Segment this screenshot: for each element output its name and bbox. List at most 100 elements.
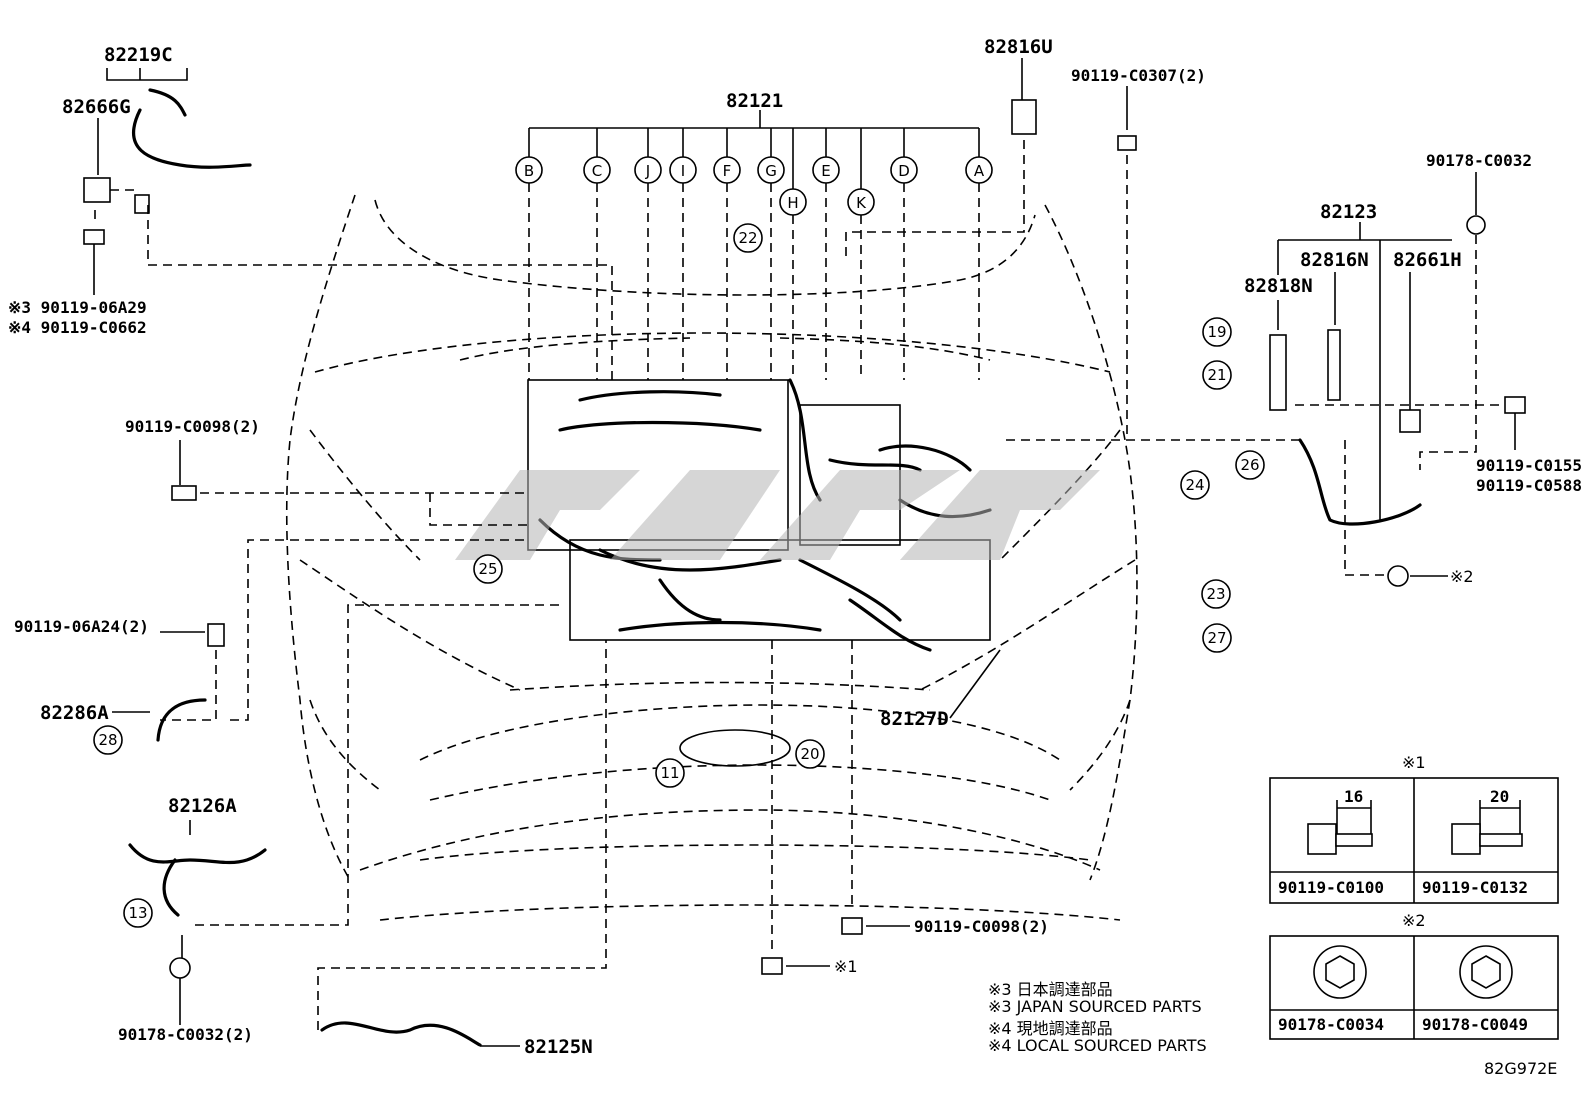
connector-letter-h: H (779, 128, 807, 380)
detail-table-2: ※2 90178-C0034 90178-C0049 (1269, 911, 1559, 1040)
svg-text:22: 22 (738, 229, 757, 247)
svg-text:F: F (723, 162, 732, 180)
label-82661H: 82661H (1393, 249, 1462, 271)
nut-icon (1466, 215, 1486, 235)
connector-letter-b: B (515, 128, 543, 380)
connector-letter-g: G (757, 128, 785, 380)
clip-icon (1327, 329, 1341, 401)
bolt-icon (1451, 823, 1481, 855)
svg-text:28: 28 (98, 731, 117, 749)
callout-26: 26 (1235, 450, 1265, 480)
group-82127D: 82127D (880, 649, 1001, 730)
detail-1-part-b: 90119-C0132 (1422, 878, 1528, 897)
label-82121: 82121 (726, 90, 783, 112)
label-90119-C0307: 90119-C0307(2) (1071, 66, 1206, 85)
label-90119-C0588: 90119-C0588 (1476, 476, 1582, 495)
bracket-icon (83, 177, 111, 203)
svg-text:C: C (592, 162, 602, 180)
label-82125N: 82125N (524, 1036, 593, 1058)
connector-letter-e: E (812, 128, 840, 380)
svg-text:25: 25 (478, 560, 497, 578)
detail-2-part-a: 90178-C0034 (1278, 1015, 1384, 1034)
label-82286A: 82286A (40, 702, 109, 724)
label-90119-C0155: 90119-C0155 (1476, 456, 1582, 475)
svg-text:20: 20 (800, 745, 819, 763)
callout-11: 11 (655, 758, 685, 788)
callout-25: 25 (473, 554, 503, 584)
label-82219C: 82219C (104, 44, 173, 66)
bolt-shank-icon (1479, 833, 1523, 847)
connector-icon (134, 194, 150, 214)
svg-text:21: 21 (1207, 366, 1226, 384)
label-90178-C0032: 90178-C0032 (1426, 151, 1532, 170)
group-90178-C0032: 90178-C0032 (1419, 151, 1532, 470)
svg-text:B: B (524, 162, 534, 180)
watermark (455, 470, 1100, 560)
svg-text:26: 26 (1240, 456, 1259, 474)
connector-brace: B C J I F GH E K D A (515, 110, 993, 380)
group-90119-C0098-top: 90119-C0098(2) (125, 417, 528, 526)
svg-text:H: H (787, 194, 798, 212)
connector-letter-j: J (634, 128, 662, 380)
svg-text:G: G (765, 162, 777, 180)
connector-letter-i: I (669, 128, 697, 380)
group-82816U: 82816U (845, 36, 1053, 260)
svg-text:E: E (821, 162, 830, 180)
detail-2-part-b: 90178-C0049 (1422, 1015, 1528, 1034)
connector-letter-d: D (890, 128, 918, 380)
note-4-jp: ※4 現地調達部品 (988, 1019, 1113, 1038)
note-ref1: ※1 (834, 957, 858, 976)
callout-24: 24 (1180, 470, 1210, 500)
label-90119-06A29: ※3 90119-06A29 (8, 298, 147, 317)
detail-table-2-header: ※2 (1402, 911, 1426, 930)
vehicle-outline (285, 194, 1138, 921)
grommet-icon (1399, 409, 1421, 433)
callout-13: 13 (123, 898, 153, 928)
connector-letter-c: C (583, 128, 611, 380)
bolt-icon (83, 229, 105, 245)
connector-letter-f: F (713, 128, 741, 380)
sourcing-notes: ※3 日本調達部品 ※3 JAPAN SOURCED PARTS ※4 現地調達… (988, 980, 1207, 1055)
label-82123: 82123 (1320, 201, 1377, 223)
callout-20: 20 (795, 739, 825, 769)
callout-22: 22 (733, 223, 763, 253)
label-90119-C0098-bottom: 90119-C0098(2) (914, 917, 1049, 936)
bolt-icon (841, 917, 863, 935)
svg-text:24: 24 (1185, 476, 1204, 494)
note-4-en: ※4 LOCAL SOURCED PARTS (988, 1036, 1207, 1055)
note-3-jp: ※3 日本調達部品 (988, 980, 1113, 999)
svg-text:K: K (856, 194, 867, 212)
svg-text:23: 23 (1206, 585, 1225, 603)
connector-letter-k: K (847, 128, 875, 380)
detail-1-part-a: 90119-C0100 (1278, 878, 1384, 897)
bolt-icon (1504, 396, 1526, 414)
group-90119-C0307: 90119-C0307(2) (1071, 66, 1206, 440)
label-82126A: 82126A (168, 795, 237, 817)
group-82219C: 82219C 82666G ※3 90119-06A29 ※4 90119-C0… (8, 44, 613, 380)
callout-27: 27 (1202, 623, 1232, 653)
callout-28: 28 (93, 725, 123, 755)
label-90178-C0032-2: 90178-C0032(2) (118, 1025, 253, 1044)
bolt-shank-icon (1335, 833, 1373, 847)
nut-icon (1387, 565, 1409, 587)
bolt-icon (1307, 823, 1337, 855)
detail-1-dim-a: 16 (1344, 787, 1363, 806)
detail-table-1: ※1 16 90119-C0100 20 90119-C0132 (1269, 753, 1559, 904)
svg-text:D: D (898, 162, 910, 180)
main-harness (538, 378, 992, 652)
group-82125N: 82125N (317, 640, 607, 1058)
bracket-icon (1269, 334, 1287, 411)
svg-text:19: 19 (1207, 323, 1226, 341)
diagram-code: 82G972E (1484, 1059, 1557, 1078)
group-82286A: 90119-06A24(2) 82286A (14, 539, 528, 742)
label-82816U: 82816U (984, 36, 1053, 58)
group-82126A: 82126A 90178-C0032(2) (118, 604, 560, 1044)
label-90119-C0098-top: 90119-C0098(2) (125, 417, 260, 436)
svg-text:I: I (681, 162, 685, 180)
group-82123: 82123 82816N 82661H 82818N 90119-C0155 9… (1000, 201, 1582, 587)
note-3-en: ※3 JAPAN SOURCED PARTS (988, 997, 1202, 1016)
svg-text:A: A (974, 162, 985, 180)
detail-1-dim-b: 20 (1490, 787, 1509, 806)
